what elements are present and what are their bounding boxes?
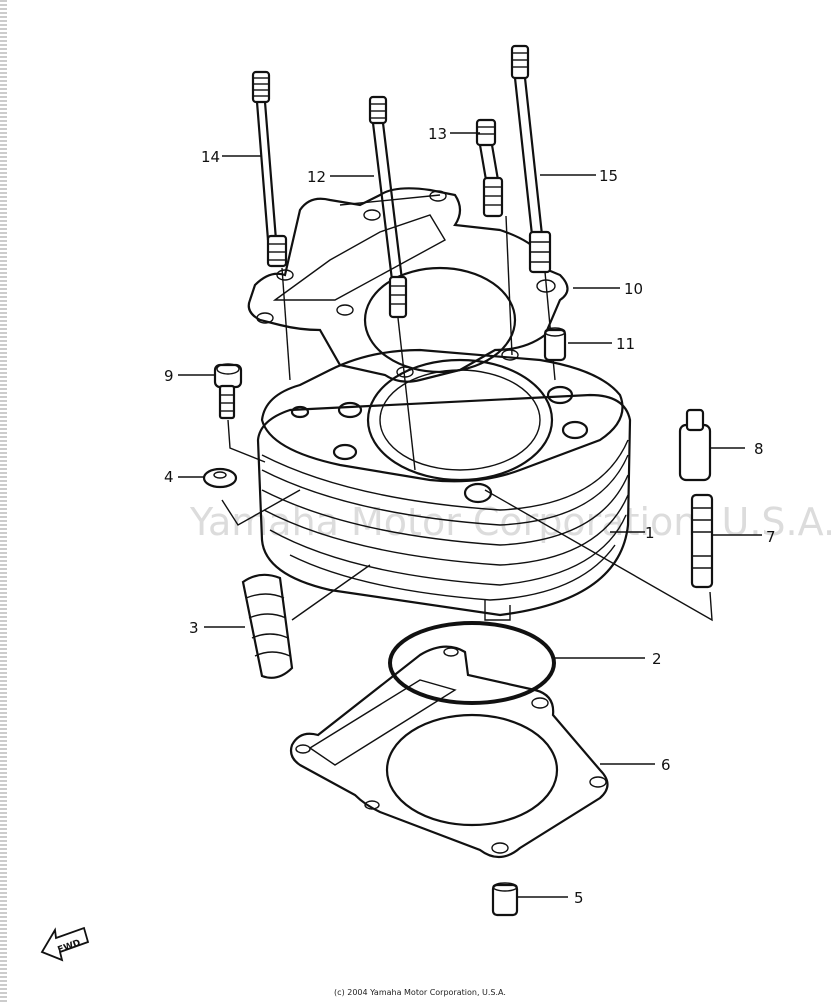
callout-15: 15 (599, 167, 618, 185)
o-ring-2 (388, 621, 556, 705)
head-gasket (247, 187, 569, 383)
callout-7: 7 (766, 528, 776, 546)
guide-line (505, 215, 513, 356)
stud-14 (251, 70, 288, 268)
callout-10: 10 (624, 280, 643, 298)
base-gasket-6 (289, 645, 609, 859)
stud-12 (368, 95, 408, 319)
stud-7 (484, 489, 714, 622)
guide-line (397, 317, 416, 471)
dowel-pin-11 (543, 327, 567, 362)
callout-14: 14 (201, 148, 220, 166)
callout-12: 12 (307, 168, 326, 186)
callout-9: 9 (164, 367, 174, 385)
callout-6: 6 (661, 756, 671, 774)
fwd-arrow-icon: FWD (40, 926, 90, 962)
washer-4 (202, 467, 301, 526)
leader-lines (178, 132, 762, 898)
callout-5: 5 (574, 889, 584, 907)
guide-line (281, 267, 291, 381)
dowel-3 (241, 564, 371, 679)
callout-8: 8 (754, 440, 764, 458)
callout-1: 1 (645, 524, 655, 542)
copyright-text: (c) 2004 Yamaha Motor Corporation, U.S.A… (334, 988, 506, 997)
callout-4: 4 (164, 468, 174, 486)
callout-11: 11 (616, 335, 635, 353)
cylinder-body (256, 348, 632, 621)
stud-15 (510, 44, 552, 274)
callout-13: 13 (428, 125, 447, 143)
bolt-9 (213, 363, 266, 463)
guide-line (544, 271, 556, 381)
callout-2: 2 (652, 650, 662, 668)
dowel-8 (678, 408, 712, 482)
stud-13 (475, 118, 504, 218)
callout-3: 3 (189, 619, 199, 637)
left-border (0, 0, 7, 1002)
watermark: Yamaha Motor Corporation, U.S.A. (189, 500, 835, 544)
dowel-pin-5 (491, 882, 519, 917)
